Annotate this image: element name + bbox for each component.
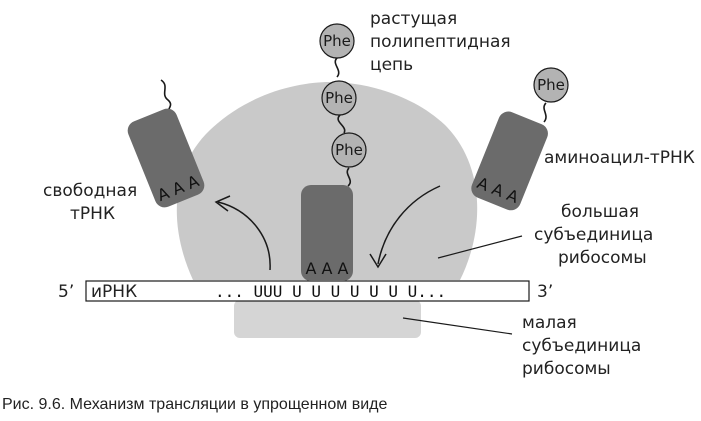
mrna-label: иРНК	[91, 282, 137, 302]
free-trna	[127, 108, 205, 208]
phe-bead-bottom	[331, 132, 367, 168]
phe-bead-middle	[321, 80, 357, 116]
chain-link-2	[337, 114, 346, 134]
figure-caption: Рис. 9.6. Механизм трансляции в упрощенн…	[2, 396, 388, 413]
small-subunit-pointer	[402, 317, 513, 335]
incoming-trna	[471, 111, 548, 211]
large-subunit-label: большая субъединица рибосомы	[534, 202, 659, 268]
small-subunit-label: малая субъединица рибосомы	[522, 313, 647, 379]
large-subunit-pointer	[437, 235, 523, 259]
phe-bead-top	[319, 23, 355, 59]
free-trna-label: свободная тРНК	[43, 181, 143, 224]
chain-link-1	[334, 57, 340, 78]
five-prime-label: 5’	[58, 282, 74, 302]
small-subunit	[234, 300, 421, 338]
mrna-sequence: ... UUU U U U U U U U...	[215, 282, 446, 301]
bound-anticodon: A A A	[305, 259, 348, 278]
phe-bead-incoming	[533, 67, 569, 103]
growing-chain-label: растущая полипептидная цепь	[370, 9, 516, 75]
entry-arrow	[377, 185, 441, 265]
chain-link-3	[346, 167, 352, 187]
incoming-chain-link	[543, 102, 547, 123]
phe-label-bottom: Phe	[335, 141, 363, 159]
entry-arrow-head	[369, 253, 387, 269]
phe-label-top: Phe	[323, 32, 351, 50]
exit-arrow-head	[214, 195, 231, 212]
large-subunit	[176, 82, 478, 280]
phe-label-middle: Phe	[325, 89, 353, 107]
three-prime-label: 3’	[537, 282, 553, 302]
aminoacyl-trna-label: аминоацил-тРНК	[544, 148, 695, 168]
exit-arrow	[217, 201, 271, 271]
phe-label-incoming: Phe	[537, 76, 565, 94]
mrna-strand	[85, 280, 530, 302]
bound-trna	[301, 185, 353, 281]
